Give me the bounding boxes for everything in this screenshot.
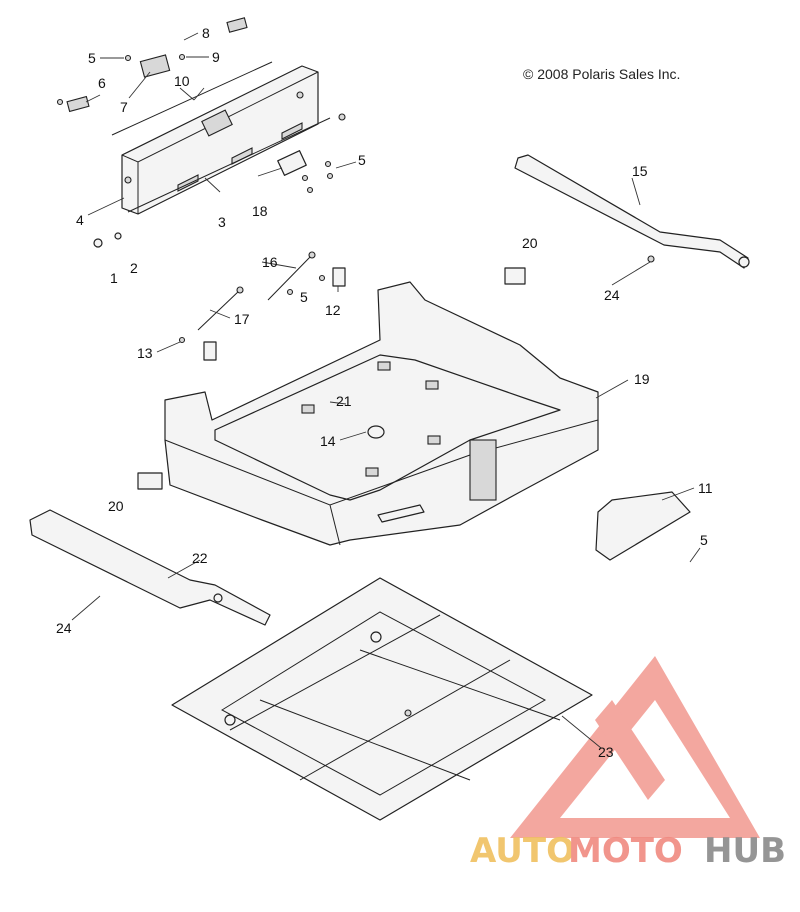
watermark-auto: AUTO [470,831,575,871]
callout-23: 23 [598,744,614,760]
floor-drain [367,425,385,439]
callout-6: 6 [98,75,106,91]
callout-14: 14 [320,433,336,449]
side-rail-right [514,154,750,269]
side-panel [469,439,497,501]
watermark-triangle-inner [595,700,665,800]
callout-21: 21 [336,393,352,409]
callout-4: 4 [76,212,84,228]
latch-12 [332,267,346,287]
watermark-text: AUTO MOTO HUB [470,831,786,871]
copyright-text: © 2008 Polaris Sales Inc. [523,66,680,82]
tailgate-assembly [111,61,331,215]
callout-2: 2 [130,260,138,276]
label-6 [66,95,90,113]
frame-inner [221,611,547,796]
callout-20-a: 20 [522,235,538,251]
callout-5-a: 5 [88,50,96,66]
callout-11: 11 [698,480,713,496]
callout-9: 9 [212,49,220,65]
callout-7: 7 [120,99,128,115]
callout-19: 19 [634,371,650,387]
callout-5-d: 5 [700,532,708,548]
latch-13 [203,341,217,361]
support-cables [178,251,346,361]
callout-16: 16 [262,254,278,270]
callout-5-b: 5 [358,152,366,168]
bracket-18 [277,150,307,176]
callout-8: 8 [202,25,210,41]
label-top [226,17,248,33]
fender-11 [595,491,691,561]
watermark-logo [510,656,760,838]
leader-lines [71,32,701,749]
callout-18: 18 [252,203,268,219]
tailgate-hardware [56,17,346,248]
tailgate-handle [201,109,233,137]
callout-labels: 1 2 3 4 5 5 5 5 6 7 8 9 10 11 12 13 14 1… [56,25,713,760]
callout-17: 17 [234,311,250,327]
callout-1: 1 [110,270,118,286]
watermark-hub: HUB [704,831,786,871]
label-20-lower [137,472,163,490]
callout-15: 15 [632,163,648,179]
cable-17 [197,289,241,331]
callout-12: 12 [325,302,341,318]
frame-outer [171,577,593,821]
watermark-moto: MOTO [568,831,683,871]
callout-10: 10 [174,73,190,89]
callout-22: 22 [192,550,208,566]
side-rail-left [29,509,271,626]
floor-cutout-a [301,404,315,414]
label-20-upper [504,267,526,285]
cargo-box [164,281,599,546]
callout-24-b: 24 [56,620,72,636]
callout-3: 3 [218,214,226,230]
callout-24-a: 24 [604,287,620,303]
plate-7 [139,54,171,78]
watermark-triangle-outer [510,656,760,838]
callout-5-c: 5 [300,289,308,305]
callout-13: 13 [137,345,153,361]
base-frame [171,577,593,821]
cable-16 [267,254,313,301]
callout-20-b: 20 [108,498,124,514]
